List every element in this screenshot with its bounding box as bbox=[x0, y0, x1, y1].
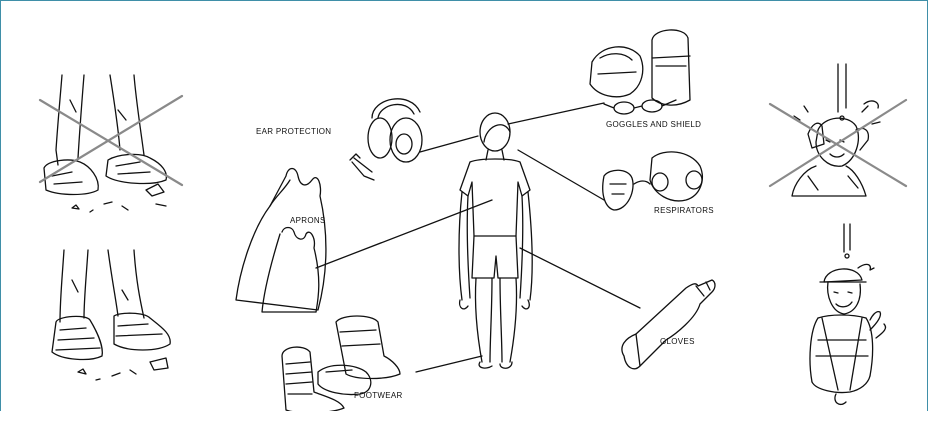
worker-with-hard-hat-icon bbox=[810, 224, 886, 404]
aprons-label: APRONS bbox=[290, 216, 326, 225]
apron-icon bbox=[236, 169, 326, 313]
gloves-label: GLOVES bbox=[660, 337, 695, 346]
crossed-out-loose-shoes-icon bbox=[40, 75, 182, 212]
bottom-band bbox=[0, 411, 928, 425]
crossed-out-worker-without-helmet-icon bbox=[770, 64, 906, 196]
glove-icon bbox=[622, 280, 715, 369]
respirators-label: RESPIRATORS bbox=[654, 206, 714, 215]
goggles-and-shield-label: GOGGLES AND SHIELD bbox=[606, 120, 701, 129]
respirator-mask-icon bbox=[603, 152, 703, 210]
ear-muffs-icon bbox=[350, 99, 422, 180]
safety-boots-icon bbox=[52, 250, 170, 380]
goggles-and-face-shield-icon bbox=[590, 30, 690, 114]
footwear-label: FOOTWEAR bbox=[354, 391, 403, 400]
ear-protection-label: EAR PROTECTION bbox=[256, 127, 331, 136]
